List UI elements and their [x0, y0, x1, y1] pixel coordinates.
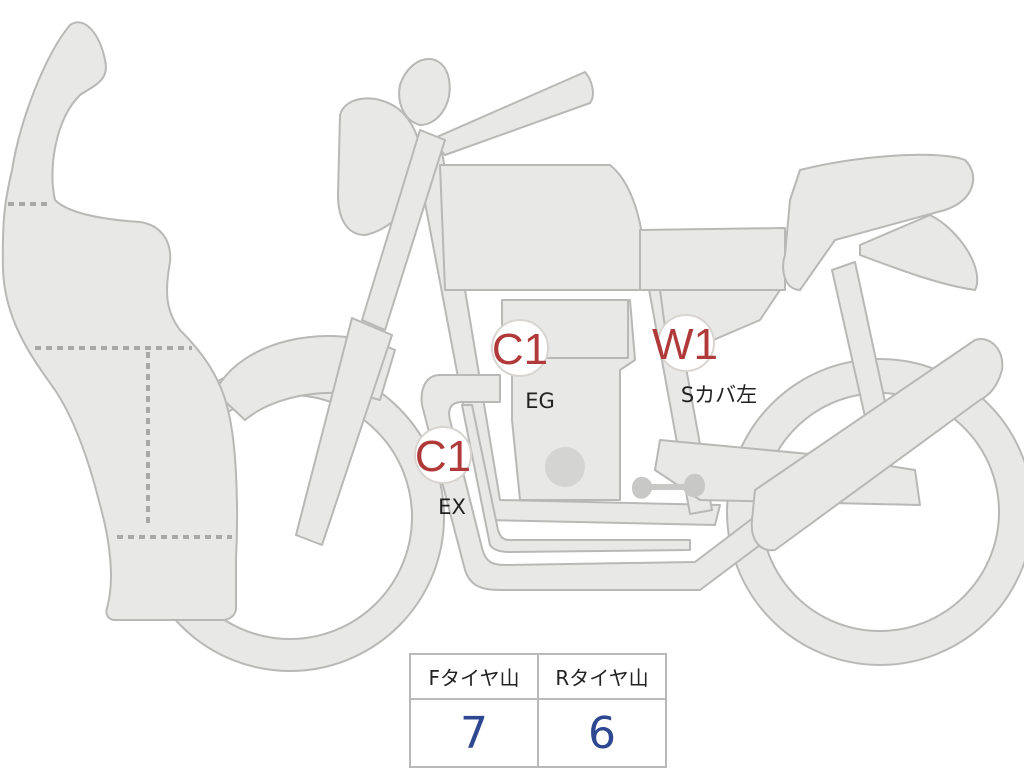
rear-suspension: [750, 338, 1004, 552]
marker-engine-label: EG: [525, 389, 555, 413]
marker-side-cover-badge: [657, 314, 715, 372]
rear-tire-header: Rタイヤ山: [537, 653, 667, 700]
fuel-tank: [439, 164, 649, 291]
front-tire-value: 7: [409, 698, 539, 768]
fairing: [1, 21, 239, 621]
marker-engine-code: C1: [492, 325, 548, 374]
rear-tire-value: 6: [537, 698, 667, 768]
marker-engine: C1 EG: [491, 319, 555, 413]
marker-side-cover-code: W1: [652, 320, 718, 369]
front-fork-upper: [361, 129, 446, 331]
engine-cover: [545, 447, 585, 487]
marker-exhaust: C1 EX: [414, 426, 472, 519]
marker-side-cover: W1 Sカバ左: [652, 314, 757, 407]
rear-cowl-tip: [859, 214, 979, 291]
rear-wheel-outline: [726, 358, 1024, 666]
tire-table-value-row: 7 6: [409, 698, 667, 768]
exhaust-inner-pipe: [461, 404, 691, 553]
handlebar: [429, 71, 594, 156]
mirror: [398, 58, 451, 126]
tire-table-header-row: Fタイヤ山 Rタイヤ山: [409, 653, 667, 700]
front-tire-header: Fタイヤ山: [409, 653, 539, 700]
marker-side-cover-label: Sカバ左: [681, 383, 757, 407]
tail-cowl: [782, 153, 975, 291]
front-fork-lower: [295, 317, 393, 546]
marker-exhaust-label: EX: [438, 495, 466, 519]
seat: [639, 227, 786, 291]
marker-engine-badge: [491, 319, 549, 377]
marker-exhaust-code: C1: [415, 432, 471, 481]
foot-peg: [632, 473, 705, 499]
tire-tread-table: Fタイヤ山 Rタイヤ山 7 6: [409, 653, 667, 768]
marker-exhaust-badge: [414, 426, 472, 484]
